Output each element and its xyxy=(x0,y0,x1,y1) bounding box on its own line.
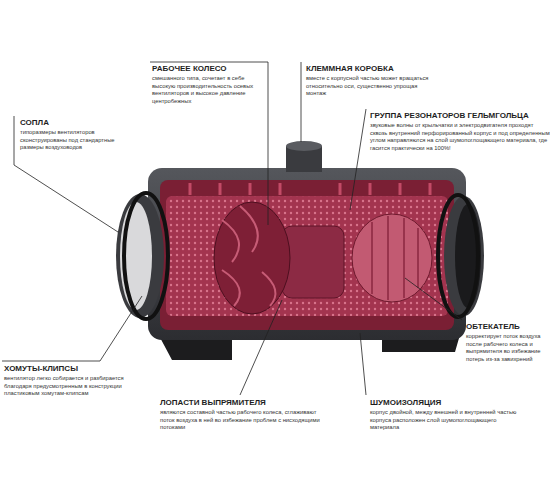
callout-heading: ГРУППА РЕЗОНАТОРОВ ГЕЛЬМГОЛЬЦА xyxy=(370,111,529,120)
callout-heading: ШУМОИЗОЛЯЦИЯ xyxy=(370,398,441,407)
left-clip xyxy=(124,193,168,319)
callout-text: вентилятор легко собирается и разбираетс… xyxy=(4,375,149,398)
callout-text: корректирует поток воздуха после рабочег… xyxy=(466,333,554,363)
callout-text: корпус двойной, между внешней и внутренн… xyxy=(370,409,520,432)
callout-text: звуковые волны от крыльчатки и электродв… xyxy=(370,122,550,152)
callout-heading: ЛОПАСТИ ВЫПРЯМИТЕЛЯ xyxy=(160,398,266,407)
fairing-stripes xyxy=(372,216,418,300)
callout-heading: КЛЕММНАЯ КОРОБКА xyxy=(306,64,394,73)
callout-heading: РАБОЧЕЕ КОЛЕСО xyxy=(152,64,227,73)
absorber-layer xyxy=(160,180,454,330)
motor xyxy=(282,226,344,298)
callout-text: смешанного типа, сочетает в себе высокую… xyxy=(152,75,262,105)
callout-heading: ХОМУТЫ-КЛИПСЫ xyxy=(4,364,78,373)
callout-text: типоразмеры вентиляторов сконструированы… xyxy=(20,129,130,152)
perforated-casing xyxy=(166,196,448,316)
callout-text: являются составной частью рабочего колес… xyxy=(160,409,320,432)
terminal-box-top xyxy=(286,141,322,151)
callout-heading: СОПЛА xyxy=(20,118,49,127)
outer-housing xyxy=(148,168,466,340)
callout-heading: ОБТЕКАТЕЛЬ xyxy=(466,322,520,331)
callout-text: вместе с корпусной частью может вращатьс… xyxy=(306,75,436,98)
impeller-blades xyxy=(222,206,275,306)
resonator-ribs xyxy=(190,183,430,195)
impeller xyxy=(214,202,290,314)
right-clip xyxy=(438,195,478,317)
